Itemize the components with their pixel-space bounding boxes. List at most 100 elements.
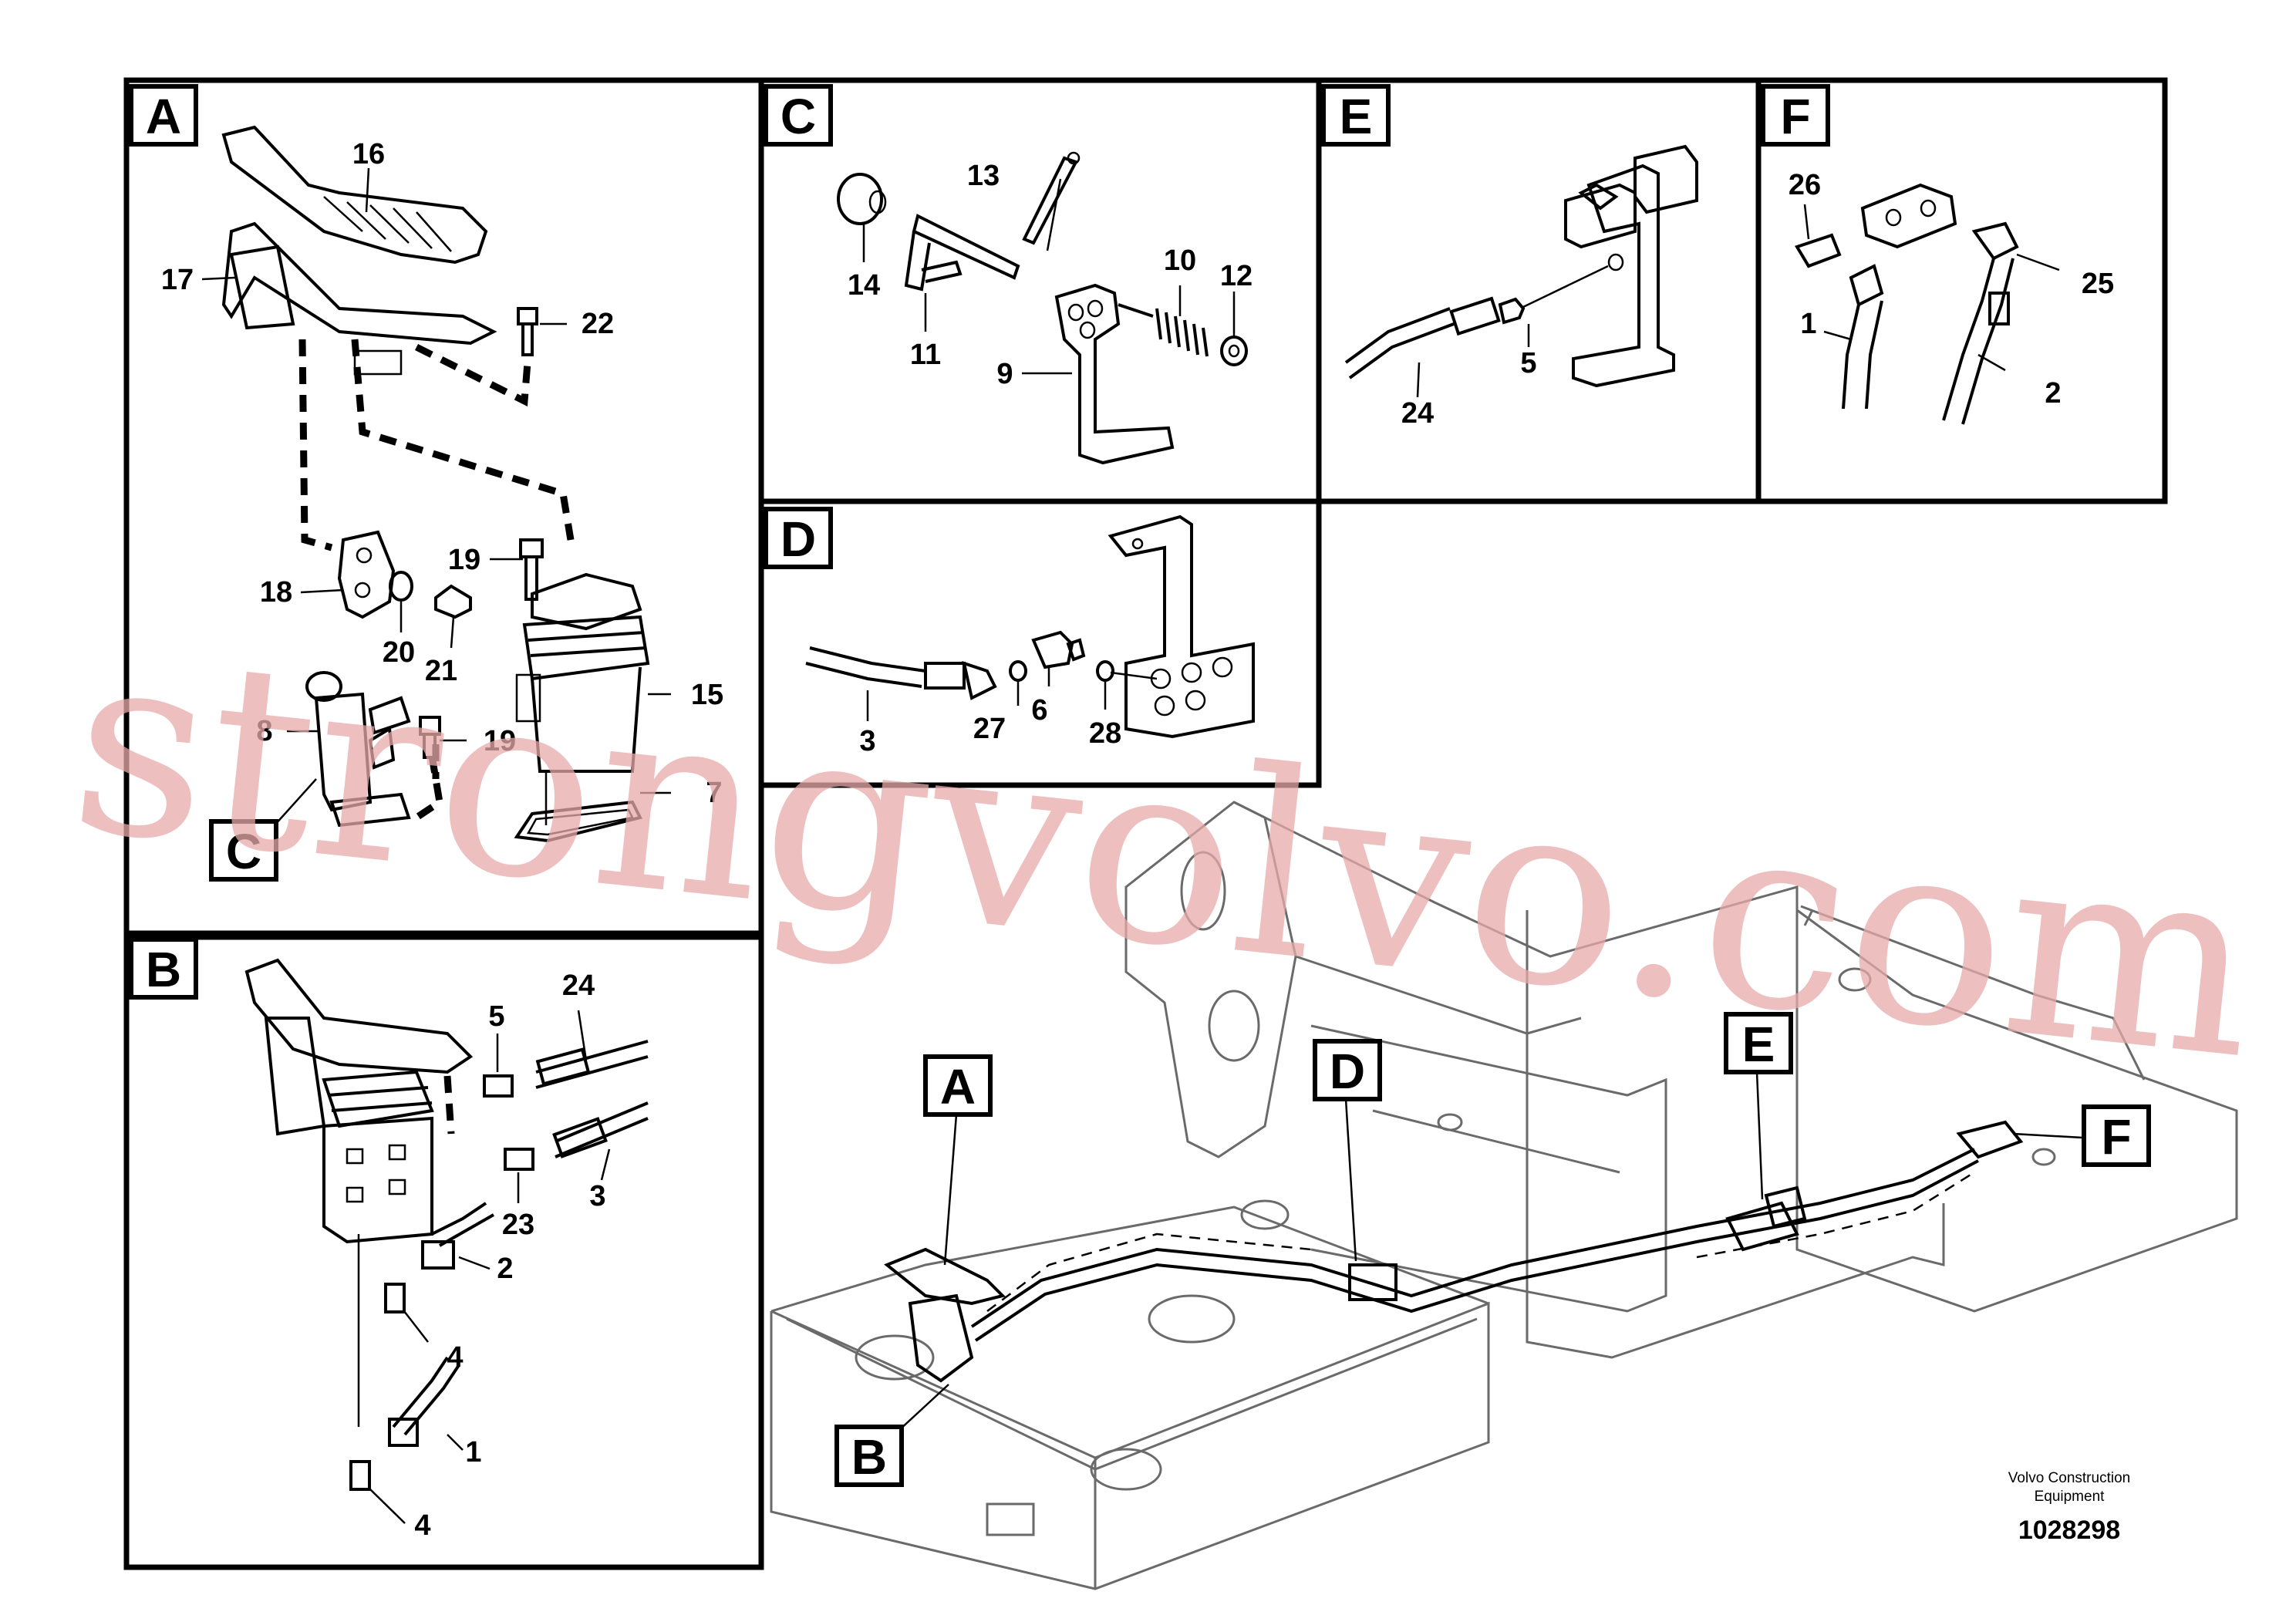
panel-a-view-ref: C: [226, 824, 261, 879]
oring-28: [1096, 660, 1114, 682]
callout-e-5: 5: [1520, 347, 1536, 379]
fitting-b-23: [504, 1148, 534, 1171]
valve-top-15: [531, 572, 642, 631]
callout-a-17: 17: [161, 264, 194, 296]
callout-b-4-upper: 4: [447, 1341, 463, 1374]
panel-c-letter-box: C: [764, 84, 833, 147]
callout-f-26: 26: [1789, 169, 1821, 201]
pin-11: [904, 231, 931, 292]
callout-b-2: 2: [497, 1253, 513, 1285]
elbow-25: [1971, 221, 2019, 261]
cotter-pin-13: [1022, 156, 1078, 245]
overview-drawing: A B D E F: [770, 801, 2238, 1590]
callout-f-2: 2: [2045, 377, 2061, 410]
bolt-21: [434, 584, 472, 619]
document-number: 1028298: [2018, 1516, 2120, 1545]
panel-f-drawing: 26 25 1 2: [1789, 169, 2114, 425]
panel-a-drawing: C 16 17 22 19 18 20 21 15 8 19 7: [161, 125, 723, 882]
panel-d-frame: [758, 498, 1322, 788]
callout-a-20: 20: [383, 636, 415, 669]
pedal-bracket-17: [221, 221, 497, 346]
panel-e-drawing: 24 5: [1344, 144, 1698, 430]
panel-b-letter: B: [146, 942, 181, 997]
credit-line-1: Volvo Construction: [2008, 1470, 2130, 1486]
chassis-right: [1526, 910, 1945, 1359]
bolt-19-upper: [519, 538, 544, 601]
manifold-f: [1860, 183, 1957, 249]
valve-block-b: [322, 1116, 433, 1244]
callout-b-24: 24: [562, 969, 595, 1002]
elbow-b-4-lower: [349, 1460, 371, 1491]
overview-tag-b-box: [834, 1425, 904, 1487]
bracket-d: [1108, 514, 1255, 739]
callout-c-11: 11: [910, 339, 941, 371]
callout-c-12: 12: [1220, 260, 1253, 292]
pin-shaft: [912, 214, 1020, 280]
panel-f-letter-box: F: [1761, 84, 1830, 147]
callout-a-7: 7: [706, 777, 722, 809]
panel-e-letter-box: E: [1321, 84, 1391, 147]
callout-d-27: 27: [973, 713, 1006, 745]
panel-b-frame: [123, 930, 764, 1570]
panel-a-letter-box: A: [129, 84, 198, 147]
credit-block: Volvo Construction Equipment 1028298: [2008, 1470, 2130, 1545]
callout-c-9: 9: [996, 358, 1013, 390]
pedal-16: [221, 125, 488, 265]
tee-6: [1031, 630, 1074, 669]
panel-f-letter: F: [1780, 89, 1810, 144]
callout-a-8: 8: [256, 715, 272, 747]
callout-b-5: 5: [488, 1000, 504, 1033]
fitting-b-5: [483, 1074, 514, 1098]
spring-10: [1155, 308, 1209, 357]
overview-tag-d: D: [1330, 1044, 1365, 1099]
callout-a-19-upper: 19: [448, 544, 480, 576]
bolt-19-lower: [419, 716, 441, 759]
panel-f-frame: [1755, 77, 2168, 504]
solenoid-valve-e: [1564, 183, 1637, 249]
panel-a-letter: A: [146, 89, 181, 144]
panel-b-letter-box: B: [129, 937, 198, 1000]
panel-d-drawing: 3 27 6 28: [805, 514, 1255, 757]
callout-a-21: 21: [425, 655, 457, 687]
fitting-b-1: [388, 1418, 419, 1447]
hydraulic-line-2: [974, 1159, 1979, 1342]
washer-12: [1220, 336, 1248, 366]
callout-d-28: 28: [1089, 717, 1121, 750]
elbow-26: [1795, 233, 1842, 268]
gasket-7: [514, 800, 642, 843]
callout-d-3: 3: [859, 725, 875, 757]
callout-d-6: 6: [1031, 694, 1047, 727]
callout-a-15: 15: [691, 679, 723, 711]
panel-d-letter-box: D: [764, 507, 833, 569]
callout-b-3: 3: [589, 1180, 605, 1212]
callout-c-13: 13: [967, 160, 1000, 192]
overview-tag-d-box: [1313, 1039, 1382, 1101]
plate-18: [337, 530, 396, 619]
oring-27: [1009, 660, 1027, 682]
overview-tag-b: B: [851, 1429, 887, 1485]
callout-b-1: 1: [465, 1436, 481, 1469]
washer-20: [389, 571, 413, 602]
panel-b-drawing: 5 24 23 3 2 4 1 4: [244, 958, 649, 1542]
panel-d-letter: D: [781, 511, 816, 567]
callout-a-18: 18: [260, 576, 292, 609]
overview-tag-e: E: [1742, 1017, 1775, 1072]
callout-b-23: 23: [502, 1209, 534, 1241]
overview-manifold-f: [1956, 1120, 2024, 1159]
overview-tag-f-box: [2082, 1104, 2151, 1167]
callout-c-10: 10: [1164, 244, 1196, 277]
callout-b-4-lower: 4: [414, 1509, 430, 1542]
credit-line-2: Equipment: [2035, 1489, 2106, 1505]
overview-tag-a: A: [940, 1059, 976, 1114]
valve-8: [305, 671, 342, 702]
pedal-b: [244, 958, 474, 1074]
elbow-d: [962, 660, 997, 700]
valve-body-15: [531, 666, 642, 773]
callout-a-19-lower: 19: [484, 725, 516, 757]
bolt-22: [517, 307, 538, 356]
panel-letters: A B C E F D: [129, 84, 1830, 1000]
hydraulic-line-1: [970, 1148, 1975, 1328]
callout-a-22: 22: [582, 308, 614, 340]
knob-14: [837, 173, 883, 225]
